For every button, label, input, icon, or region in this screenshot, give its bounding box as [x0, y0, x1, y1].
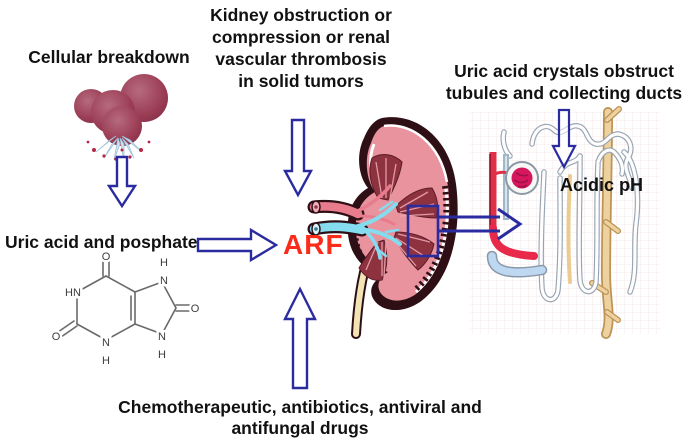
- svg-text:N: N: [160, 275, 168, 287]
- svg-text:O: O: [102, 251, 111, 263]
- zoom-connector-arrow: [437, 207, 523, 241]
- molecule-atoms: O HN O N H N H O N H: [49, 249, 202, 370]
- drugs-label: Chemotherapeutic, antibiotics, antiviral…: [118, 397, 482, 438]
- cell-cluster: [74, 74, 168, 146]
- tumor-down-arrow-icon: [282, 118, 314, 198]
- cell-lysis-illustration: [74, 74, 168, 163]
- uric-acid-phosphate-label: Uric acid and posphate: [5, 232, 198, 252]
- svg-text:H: H: [102, 355, 110, 367]
- svg-text:O: O: [191, 303, 200, 315]
- henle-loop-tan: [566, 174, 572, 284]
- svg-text:N: N: [102, 337, 110, 349]
- svg-text:N: N: [158, 331, 166, 343]
- renal-vessels: [307, 184, 402, 260]
- kidney-obstruction-label: Kidney obstruction or compression or ren…: [210, 5, 392, 91]
- drugs-up-arrow-icon: [283, 286, 317, 390]
- nephron-down-arrow-icon: [551, 108, 577, 170]
- cellular-breakdown-label: Cellular breakdown: [28, 47, 190, 67]
- cells-down-arrow-icon: [106, 155, 138, 209]
- kidney-cross-section-illustration: [307, 117, 458, 339]
- molecule-bonds: [57, 257, 192, 341]
- tubules: [500, 123, 641, 303]
- uric-acid-crystals-label: Uric acid crystals obstruct tubules and …: [445, 61, 683, 103]
- arf-label: ARF: [283, 229, 344, 260]
- acidic-ph-label: Acidic pH: [560, 175, 644, 195]
- svg-text:O: O: [52, 331, 61, 343]
- uric-acid-structure: O HN O N H N H O N H: [49, 249, 202, 370]
- svg-text:H: H: [158, 349, 166, 361]
- svg-text:HN: HN: [65, 287, 81, 299]
- glomerulus: [505, 161, 539, 195]
- uric-acid-right-arrow-icon: [196, 227, 279, 263]
- svg-text:H: H: [160, 257, 168, 269]
